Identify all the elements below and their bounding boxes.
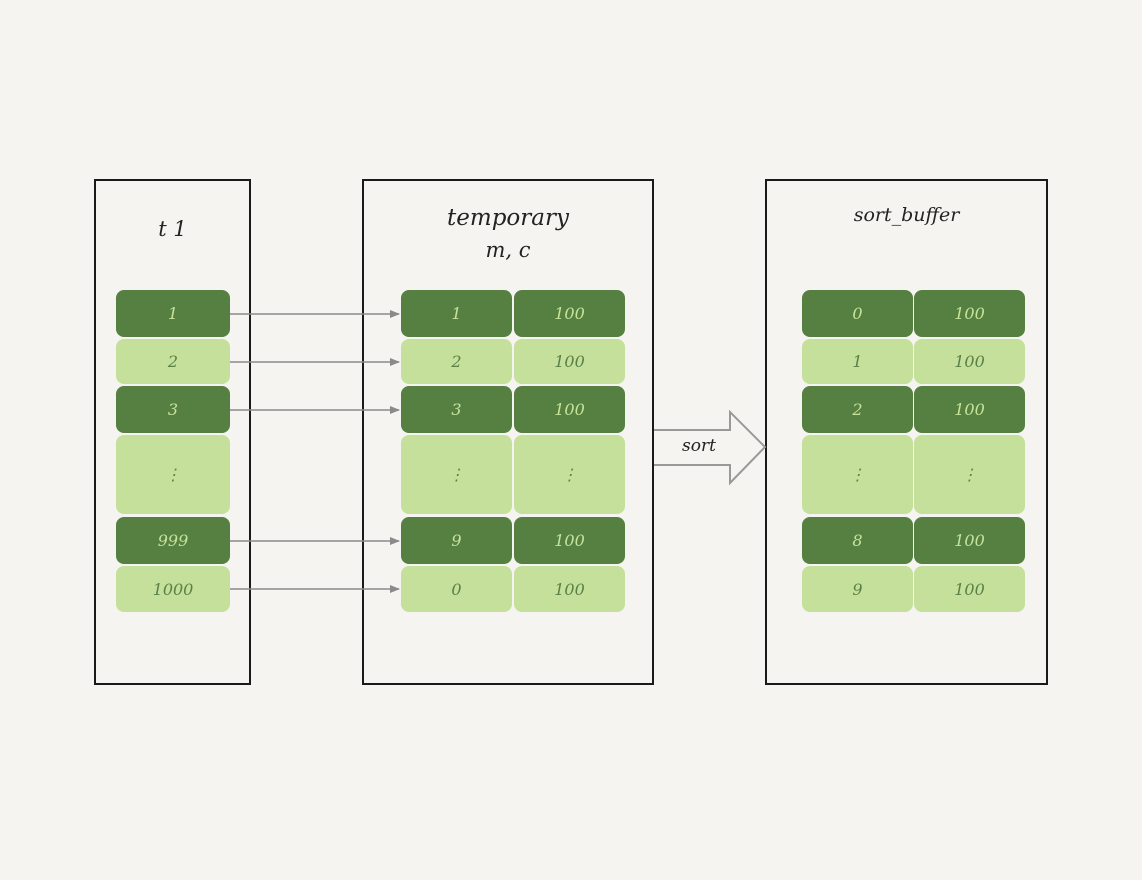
sort-buffer-m-cell: ⋮ xyxy=(802,435,913,514)
temporary-table-panel: temporary m, c xyxy=(362,179,654,685)
temporary-c-cell: ⋮ xyxy=(514,435,625,514)
sort-buffer-c-cell: 100 xyxy=(914,339,1025,384)
temporary-m-cell: 9 xyxy=(401,517,512,564)
temporary-columns-label: m, c xyxy=(485,238,531,262)
t1-row-3: 3 xyxy=(116,386,230,433)
sort-buffer-m-cell: 8 xyxy=(802,517,913,564)
temporary-c-cell: 100 xyxy=(514,339,625,384)
sort-buffer-c-cell: 100 xyxy=(914,566,1025,612)
t1-row-ellipsis: ⋮ xyxy=(116,435,230,514)
temporary-c-cell: 100 xyxy=(514,566,625,612)
temporary-c-cell: 100 xyxy=(514,517,625,564)
sort-buffer-m-cell: 0 xyxy=(802,290,913,337)
temporary-m-cell: 1 xyxy=(401,290,512,337)
t1-title: t 1 xyxy=(158,217,187,241)
temporary-m-cell: 2 xyxy=(401,339,512,384)
sort-buffer-m-cell: 1 xyxy=(802,339,913,384)
sort-arrow-shape xyxy=(654,409,767,486)
temporary-c-cell: 100 xyxy=(514,290,625,337)
sort-buffer-m-cell: 9 xyxy=(802,566,913,612)
t1-row-999: 999 xyxy=(116,517,230,564)
sort-arrow-label: sort xyxy=(682,436,716,456)
t1-row-1: 1 xyxy=(116,290,230,337)
temporary-title: temporary xyxy=(447,205,569,231)
sort-buffer-c-cell: 100 xyxy=(914,290,1025,337)
sort-buffer-c-cell: 100 xyxy=(914,517,1025,564)
sort-buffer-m-cell: 2 xyxy=(802,386,913,433)
sort-buffer-c-cell: ⋮ xyxy=(914,435,1025,514)
temporary-m-cell: ⋮ xyxy=(401,435,512,514)
t1-table-panel: t 1 xyxy=(94,179,251,685)
temporary-m-cell: 3 xyxy=(401,386,512,433)
t1-row-1000: 1000 xyxy=(116,566,230,612)
temporary-c-cell: 100 xyxy=(514,386,625,433)
sort-buffer-panel: sort_buffer xyxy=(765,179,1048,685)
temporary-m-cell: 0 xyxy=(401,566,512,612)
sort-buffer-c-cell: 100 xyxy=(914,386,1025,433)
sort-buffer-title: sort_buffer xyxy=(853,204,960,226)
t1-row-2: 2 xyxy=(116,339,230,384)
